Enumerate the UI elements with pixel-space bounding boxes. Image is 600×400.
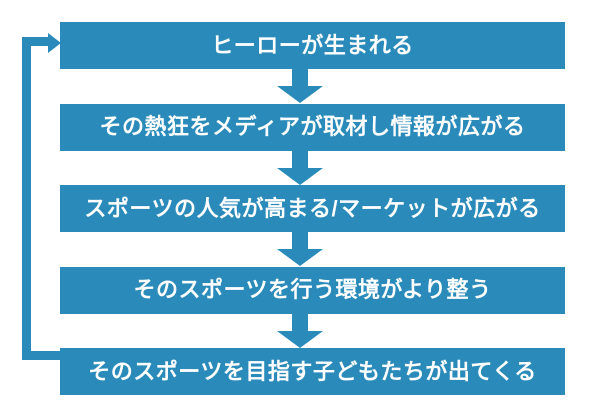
flow-step-5-label: そのスポーツを目指す子どもたちが出てくる [88, 358, 537, 384]
flow-step-4-label: そのスポーツを行う環境がより整う [133, 277, 492, 302]
flow-step-4: そのスポーツを行う環境がより整う [60, 266, 565, 314]
flow-step-1: ヒーローが生まれる [60, 22, 565, 69]
down-arrow-icon [277, 313, 323, 349]
flow-step-1-label: ヒーローが生まれる [211, 32, 414, 58]
flow-step-3: スポーツの人気が高まる/マーケットが広がる [60, 185, 565, 232]
down-arrow-icon [277, 150, 323, 186]
flow-step-2-label: その熱狂をメディアが取材し情報が広がる [99, 114, 526, 139]
flow-step-2: その熱狂をメディアが取材し情報が広がる [60, 103, 565, 151]
loop-arrow-top-segment [22, 37, 49, 46]
down-arrow-icon [277, 69, 323, 104]
flow-step-3-label: スポーツの人気が高まる/マーケットが広がる [84, 195, 541, 221]
down-arrow-icon [277, 232, 323, 267]
flow-step-5: そのスポーツを目指す子どもたちが出てくる [60, 348, 565, 395]
loop-arrow-head [48, 33, 61, 53]
loop-arrow-bottom-segment [22, 351, 61, 360]
loop-arrow-vertical-line [22, 37, 31, 360]
